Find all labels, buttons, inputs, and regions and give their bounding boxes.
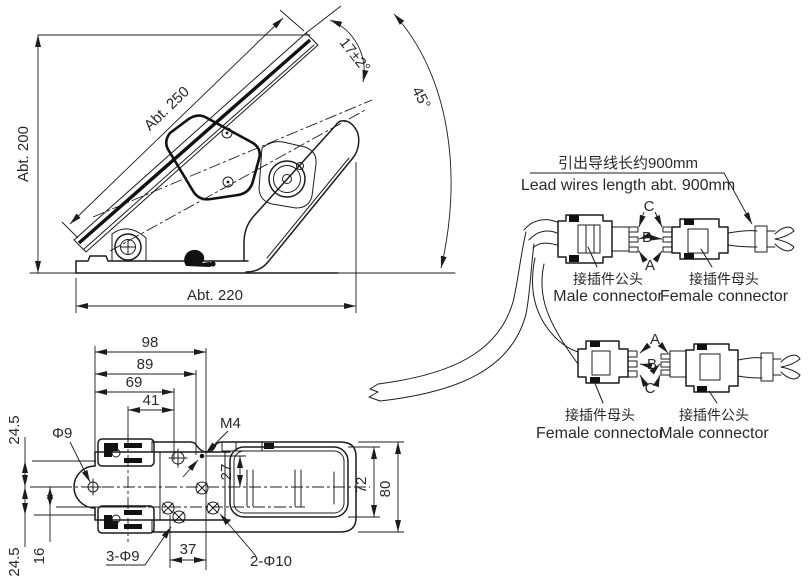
- dim-24-5-top: 24.5: [6, 415, 23, 444]
- hinge-clamp-top: [97, 438, 155, 467]
- pin-label-a-lower: A: [650, 331, 660, 348]
- dim-45: 45°: [408, 84, 434, 112]
- pin-label-a-upper: A: [645, 257, 655, 274]
- fork-terminal-upper: [766, 226, 795, 252]
- label-2-phi10: 2-Φ10: [250, 553, 292, 570]
- cable-dot: [210, 261, 216, 267]
- dim-27: 27: [218, 464, 235, 481]
- pedal-pad: [73, 32, 319, 253]
- dim-pedal-angle: 17±2°: [305, 5, 374, 83]
- dim-abt-220: Abt. 220: [187, 287, 243, 304]
- pivot-bolt: [111, 228, 147, 261]
- hinge-clamp-bottom: [97, 505, 155, 534]
- roller: [258, 141, 317, 209]
- m4-hole: [199, 453, 205, 459]
- upper-right-connector-label-cn: 接插件母头: [689, 271, 759, 287]
- lower-right-connector-label-en: Male connector: [659, 425, 769, 442]
- side-view: Abt. 200 Abt. 250 17±2° 45° Abt. 220: [15, 5, 456, 313]
- dim-mount-angle: 45°: [393, 13, 452, 269]
- pin-label-c-lower: C: [645, 380, 656, 397]
- label-3-phi9: 3-Φ9: [106, 548, 140, 565]
- pedal-pad-plan: [229, 446, 349, 518]
- pin-label-c-upper: C: [644, 198, 655, 215]
- base-plate: [75, 255, 339, 274]
- pin-label-b-upper: B: [642, 229, 652, 246]
- label-phi9: Φ9: [52, 425, 72, 442]
- hole-callouts: 3-Φ9 2-Φ10: [106, 513, 292, 570]
- lower-left-connector-label-en: Female connector: [536, 425, 665, 442]
- dim-41: 41: [143, 392, 160, 409]
- holes: [84, 448, 220, 524]
- dim-80: 80: [377, 481, 394, 498]
- lower-male-connector: [660, 343, 801, 393]
- mounting-plate: [73, 451, 231, 521]
- wiring-diagram: 引出导线长约900mm Lead wires length abt. 900mm: [368, 155, 801, 442]
- fork-terminal-lower: [772, 354, 801, 380]
- dim-69: 69: [126, 374, 143, 391]
- top-view: 98 89 69 41 37 24.5 24.5 16 Φ9 M4: [6, 334, 404, 577]
- cable-clip: [184, 249, 212, 267]
- left-dims: 24.5 24.5 16 Φ9: [6, 415, 146, 577]
- pin-label-b-lower: B: [647, 356, 657, 373]
- upper-female-connector: [662, 218, 795, 260]
- upper-male-connector: [557, 214, 639, 264]
- upper-left-connector-label-cn: 接插件公头: [573, 271, 643, 287]
- m4-dim: M4 27: [182, 415, 246, 487]
- width-dims: 98 89 69 41 37: [94, 334, 207, 570]
- dim-72: 72: [353, 477, 370, 494]
- lower-pin-labels: A B C: [639, 331, 669, 397]
- dim-abt-250: Abt. 250: [141, 83, 193, 134]
- dim-89: 89: [137, 356, 154, 373]
- dim-height: Abt. 200: [15, 34, 310, 273]
- upper-right-connector-label-en: Female connector: [660, 288, 789, 305]
- dim-16: 16: [31, 548, 48, 565]
- upper-pin-labels: C B A: [638, 198, 663, 274]
- lower-right-connector-label-cn: 接插件公头: [679, 407, 749, 423]
- sensor-bracket: [164, 114, 262, 201]
- lower-female-connector: [577, 340, 638, 384]
- travel-line-lower: [109, 108, 368, 252]
- dim-base-length: Abt. 220: [75, 162, 357, 313]
- dim-abt-200: Abt. 200: [15, 126, 32, 182]
- lead-note-leader: [530, 172, 753, 225]
- upper-left-connector-label-en: Male connector: [553, 288, 663, 305]
- label-m4: M4: [220, 415, 241, 432]
- cable-bundle: [368, 219, 579, 402]
- lead-note-en: Lead wires length abt. 900mm: [521, 177, 735, 194]
- left-boss: [73, 465, 96, 509]
- dim-24-5-bottom: 24.5: [6, 547, 23, 576]
- lower-left-connector-label-cn: 接插件母头: [565, 407, 635, 423]
- right-dims: 72 80: [348, 441, 404, 533]
- lead-note-cn: 引出导线长约900mm: [558, 155, 698, 172]
- dim-17-2: 17±2°: [336, 35, 374, 76]
- dim-98: 98: [142, 334, 159, 351]
- dim-37: 37: [180, 541, 197, 558]
